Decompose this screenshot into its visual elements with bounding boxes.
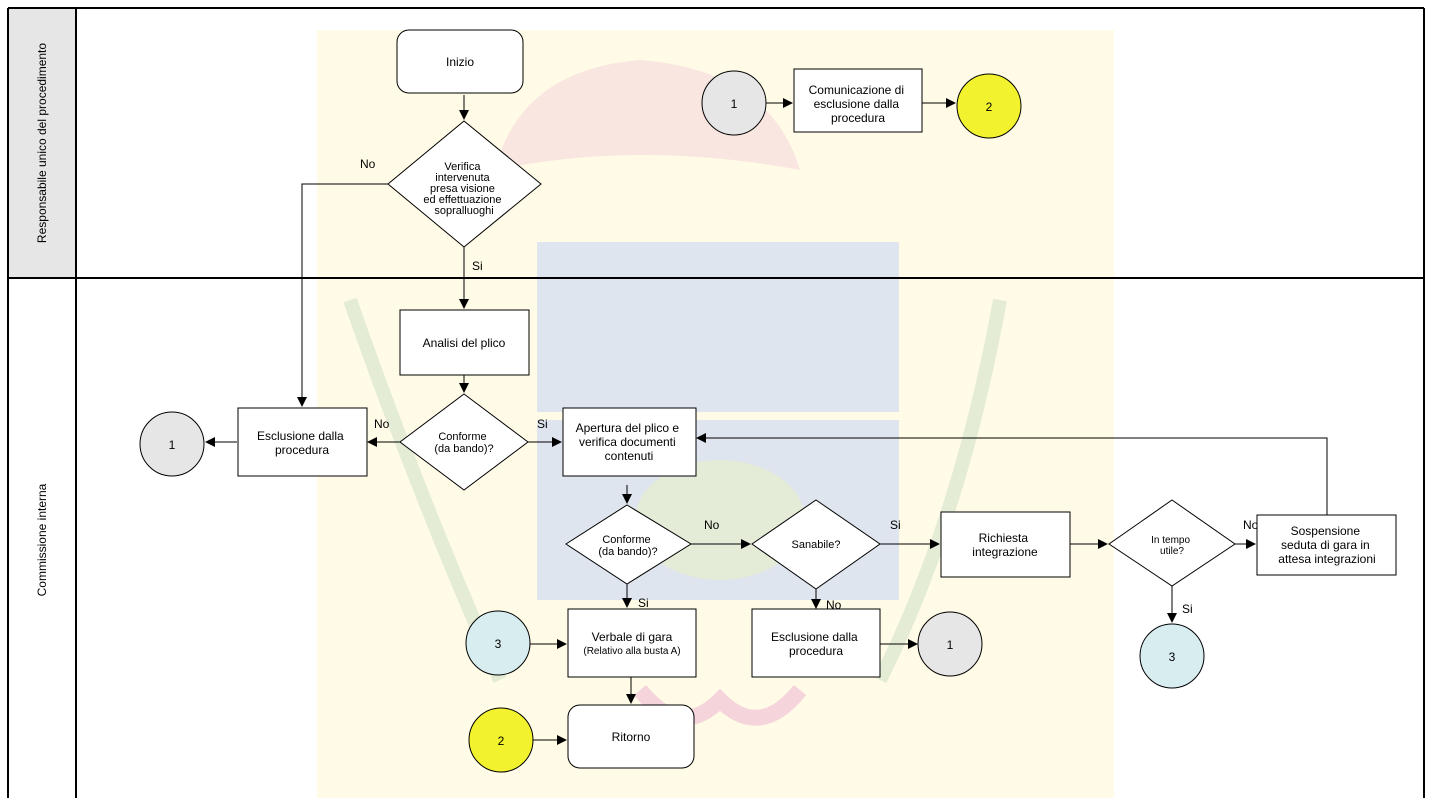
- communication-box: Comunicazione di esclusione dalla proced…: [793, 68, 923, 133]
- conform1-line-1: Conforme: [438, 431, 486, 443]
- verify-visit-line-3: presa visione: [430, 183, 495, 195]
- connector-3-left-label: 3: [495, 637, 502, 651]
- minutes-title: Verbale di gara: [592, 630, 673, 644]
- coat-of-arms-watermark: [317, 30, 1114, 798]
- exclusion-2-line-2: procedura: [789, 644, 843, 658]
- curable-label: Sanabile?: [792, 539, 841, 551]
- opening-label: Apertura del plico e verifica documenti …: [576, 421, 683, 463]
- conform2-line-2: (da bando)?: [598, 546, 657, 558]
- exclusion-1-line-1: Esclusione dalla: [257, 429, 344, 443]
- edge-label-intime-si: Si: [1182, 602, 1193, 616]
- exclusion-1-line-2: procedura: [275, 443, 329, 457]
- analysis-box: Analisi del plico: [399, 309, 530, 376]
- verify-visit-label: Verifica intervenuta presa visione ed ef…: [423, 161, 504, 217]
- conform1-label: Conforme (da bando)?: [434, 431, 493, 455]
- connector-1-top: 1: [701, 70, 767, 136]
- integration-request-line-2: integrazione: [972, 545, 1038, 559]
- connector-3-right: 3: [1139, 623, 1205, 689]
- exclusion-2-box: Esclusione dalla procedura: [751, 608, 881, 678]
- opening-box: Apertura del plico e verifica documenti …: [562, 407, 697, 477]
- edge-label-verify-si: Si: [472, 259, 483, 273]
- conform1-line-2: (da bando)?: [434, 443, 493, 455]
- conform2-decision: Conforme (da bando)?: [565, 504, 692, 585]
- suspension-box: Sospensione seduta di gara in attesa int…: [1256, 514, 1397, 576]
- analysis-label: Analisi del plico: [423, 336, 506, 350]
- opening-line-3: contenuti: [605, 449, 654, 463]
- connector-2-top: 2: [956, 73, 1022, 139]
- swimlane-frame: [7, 7, 1425, 798]
- connector-1-top-label: 1: [731, 97, 738, 111]
- connector-1-mid-label: 1: [947, 638, 954, 652]
- opening-line-1: Apertura del plico e: [576, 421, 680, 435]
- edge-label-curable-si: Si: [890, 518, 901, 532]
- connector-3-right-label: 3: [1169, 650, 1176, 664]
- integration-request-label: Richiesta integrazione: [972, 531, 1038, 559]
- in-time-line-1: In tempo: [1151, 535, 1190, 546]
- exclusion-2-label: Esclusione dalla procedura: [771, 630, 861, 658]
- communication-line-2: esclusione dalla: [814, 97, 900, 111]
- minutes-subtitle: (Relativo alla busta A): [583, 646, 680, 657]
- integration-request-line-1: Richiesta: [979, 531, 1029, 545]
- connector-2-top-label: 2: [986, 100, 993, 114]
- connectors: [205, 95, 1328, 745]
- edge-label-conform1-si: Si: [537, 417, 548, 431]
- in-time-line-2: utile?: [1160, 546, 1184, 557]
- in-time-label: In tempo utile?: [1151, 535, 1193, 557]
- in-time-decision: In tempo utile?: [1108, 499, 1236, 587]
- suspension-label: Sospensione seduta di gara in attesa int…: [1278, 524, 1375, 566]
- suspension-line-3: attesa integrazioni: [1278, 552, 1375, 566]
- connector-1-left: 1: [139, 411, 205, 477]
- edge-label-verify-no: No: [360, 157, 376, 171]
- integration-request-box: Richiesta integrazione: [940, 511, 1071, 578]
- edge-label-conform2-si: Si: [638, 596, 649, 610]
- conform2-line-1: Conforme: [602, 534, 650, 546]
- return-label: Ritorno: [612, 730, 651, 744]
- suspension-line-2: seduta di gara in: [1281, 538, 1370, 552]
- start-node-label: Inizio: [446, 55, 474, 69]
- suspension-line-1: Sospensione: [1291, 524, 1361, 538]
- edge-label-conform1-no: No: [374, 417, 390, 431]
- connector-1-mid: 1: [917, 611, 983, 677]
- communication-line-1: Comunicazione di: [809, 83, 904, 97]
- exclusion-1-box: Esclusione dalla procedura: [237, 407, 368, 477]
- connector-2-bottom-label: 2: [498, 734, 505, 748]
- communication-line-3: procedura: [831, 111, 885, 125]
- return-node: Ritorno: [567, 704, 695, 769]
- exclusion-2-line-1: Esclusione dalla: [771, 630, 858, 644]
- verify-visit-line-5: sopralluoghi: [434, 205, 493, 217]
- connector-1-left-label: 1: [169, 438, 176, 452]
- communication-label: Comunicazione di esclusione dalla proced…: [809, 83, 908, 125]
- curable-decision: Sanabile?: [751, 499, 881, 590]
- verify-visit-line-2: intervenuta: [435, 172, 490, 184]
- lane-title-rup: Responsabile unico del procedimento: [35, 43, 49, 243]
- lane-title-commissione: Commissione interna: [35, 483, 49, 596]
- conform1-decision: Conforme (da bando)?: [399, 393, 529, 491]
- opening-line-2: verifica documenti: [579, 435, 676, 449]
- verify-visit-decision: Verifica intervenuta presa visione ed ef…: [387, 120, 542, 248]
- edge-label-conform2-no: No: [704, 518, 720, 532]
- edge-label-intime-no: No: [1243, 518, 1259, 532]
- verify-visit-line-1: Verifica: [444, 161, 481, 173]
- exclusion-1-label: Esclusione dalla procedura: [257, 429, 347, 457]
- verify-visit-line-4: ed effettuazione: [423, 194, 501, 206]
- conform2-label: Conforme (da bando)?: [598, 534, 657, 558]
- minutes-box: Verbale di gara (Relativo alla busta A): [567, 608, 697, 678]
- connector-2-bottom: 2: [468, 707, 534, 773]
- start-node: Inizio: [396, 29, 524, 94]
- connector-3-left: 3: [465, 610, 531, 676]
